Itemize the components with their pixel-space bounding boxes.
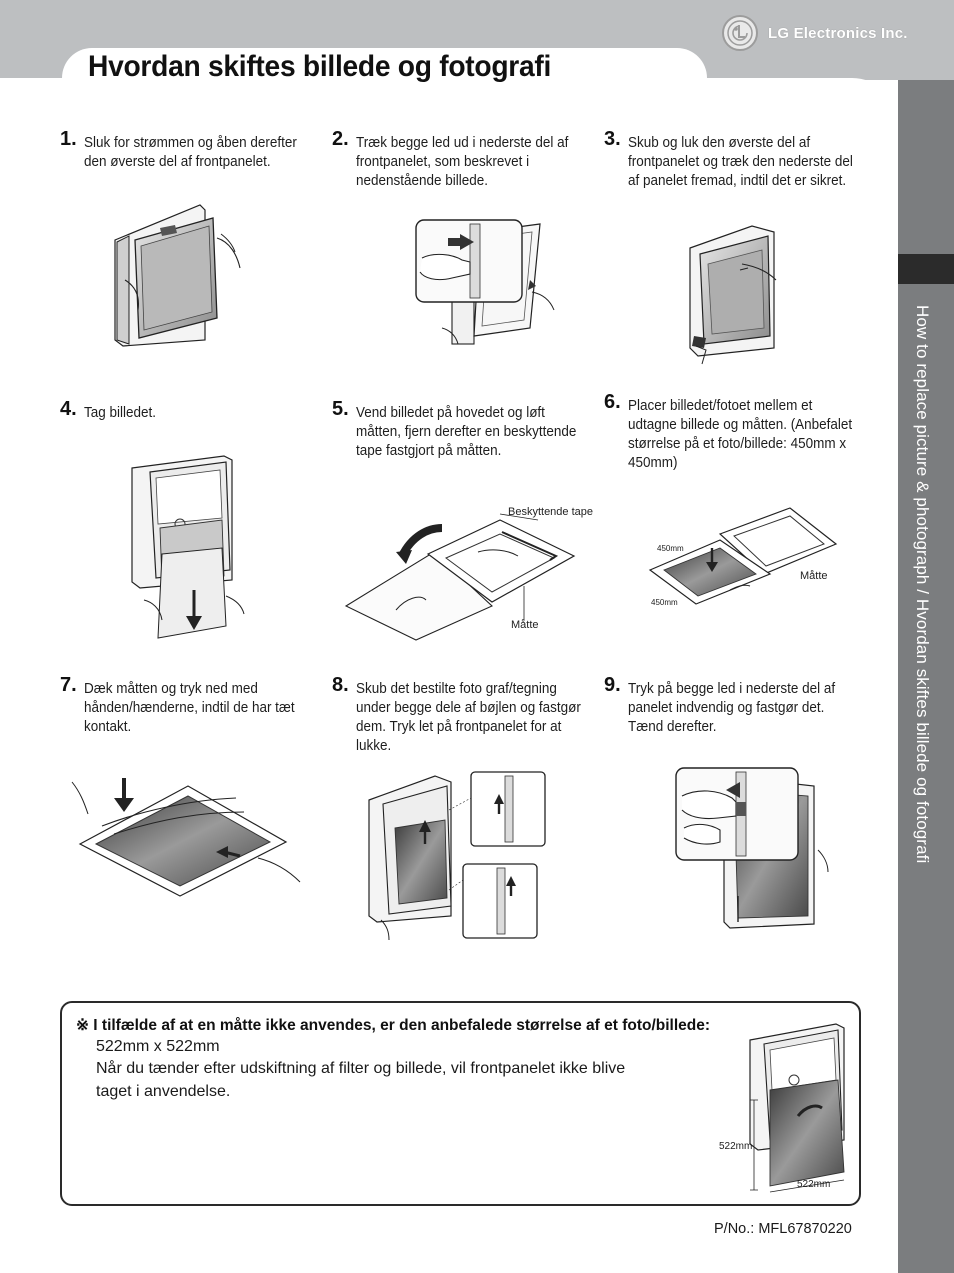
step-number: 6. bbox=[604, 391, 621, 413]
illustration-press-mat bbox=[71, 778, 301, 897]
illustration-pull-hinges bbox=[415, 219, 555, 345]
step-4: 4. Tag billedet. bbox=[60, 398, 322, 423]
illustration-close-upper-panel bbox=[689, 225, 777, 365]
step-number: 1. bbox=[60, 128, 77, 150]
note-text-line-2: taget i anvendelse. bbox=[96, 1083, 231, 1100]
lg-logo-icon bbox=[722, 15, 758, 51]
label-protective-tape: Beskyttende tape bbox=[508, 506, 594, 518]
side-tab-marker bbox=[898, 254, 954, 284]
illustration-fix-hinges bbox=[675, 767, 829, 929]
step-number: 3. bbox=[604, 128, 621, 150]
step-number: 7. bbox=[60, 674, 77, 696]
logo-text: LG Electronics Inc. bbox=[768, 24, 908, 42]
step-text: Sluk for strømmen og åben derefter den ø… bbox=[84, 135, 297, 170]
step-text: Placer billedet/fotoet mellem et udtagne… bbox=[628, 398, 853, 471]
label-dim-522-bottom: 522mm bbox=[797, 1179, 831, 1190]
lg-logo: LG Electronics Inc. bbox=[722, 14, 908, 52]
label-dim-450-top: 450mm bbox=[657, 544, 684, 553]
label-dim-522-left: 522mm bbox=[719, 1141, 753, 1152]
step-1: 1. Sluk for strømmen og åben derefter de… bbox=[60, 128, 322, 172]
page-title: Hvordan skiftes billede og fotografi bbox=[88, 50, 552, 83]
illustration-open-panel bbox=[114, 204, 241, 347]
note-text-line-1: Når du tænder efter udskiftning af filte… bbox=[96, 1060, 626, 1077]
step-number: 8. bbox=[332, 674, 349, 696]
step-6: 6. Placer billedet/fotoet mellem et udta… bbox=[604, 391, 866, 473]
step-text: Tryk på begge led i nederste del af pane… bbox=[628, 681, 836, 735]
label-mat-step6: Måtte bbox=[800, 570, 828, 582]
step-text: Vend billedet på hovedet og løft måtten,… bbox=[356, 405, 577, 459]
illustration-place-photo bbox=[648, 507, 838, 605]
step-text: Dæk måtten og tryk ned med hånden/hænder… bbox=[84, 681, 295, 735]
illustration-note-panel bbox=[749, 1023, 845, 1193]
note-size: 522mm x 522mm bbox=[96, 1038, 220, 1055]
part-number: P/No.: MFL67870220 bbox=[714, 1221, 852, 1237]
step-text: Skub og luk den øverste del af frontpane… bbox=[628, 135, 853, 189]
step-2: 2. Træk begge led ud i nederste del af f… bbox=[332, 128, 594, 191]
step-8: 8. Skub det bestilte foto graf/tegning u… bbox=[332, 674, 594, 756]
illustration-remove-picture bbox=[131, 455, 245, 639]
step-7: 7. Dæk måtten og tryk ned med hånden/hæn… bbox=[60, 674, 322, 737]
step-number: 5. bbox=[332, 398, 349, 420]
step-5: 5. Vend billedet på hovedet og løft mått… bbox=[332, 398, 594, 461]
note-heading: ※ I tilfælde af at en måtte ikke anvende… bbox=[76, 1017, 711, 1034]
title-tab bbox=[62, 48, 707, 90]
label-dim-450-bottom: 450mm bbox=[651, 598, 678, 607]
step-number: 2. bbox=[332, 128, 349, 150]
illustration-slide-photo bbox=[368, 771, 546, 941]
step-text: Tag billedet. bbox=[84, 405, 156, 421]
note-box bbox=[60, 1001, 861, 1206]
step-text: Skub det bestilte foto graf/tegning unde… bbox=[356, 681, 581, 754]
step-number: 9. bbox=[604, 674, 621, 696]
step-text: Træk begge led ud i nederste del af fron… bbox=[356, 135, 569, 189]
step-3: 3. Skub og luk den øverste del af frontp… bbox=[604, 128, 866, 191]
step-9: 9. Tryk på begge led i nederste del af p… bbox=[604, 674, 866, 737]
illustration-lift-mat bbox=[344, 513, 576, 641]
side-section-label: How to replace picture & photograph / Hv… bbox=[913, 305, 932, 864]
label-mat-step5: Måtte bbox=[511, 619, 539, 631]
step-number: 4. bbox=[60, 398, 77, 420]
